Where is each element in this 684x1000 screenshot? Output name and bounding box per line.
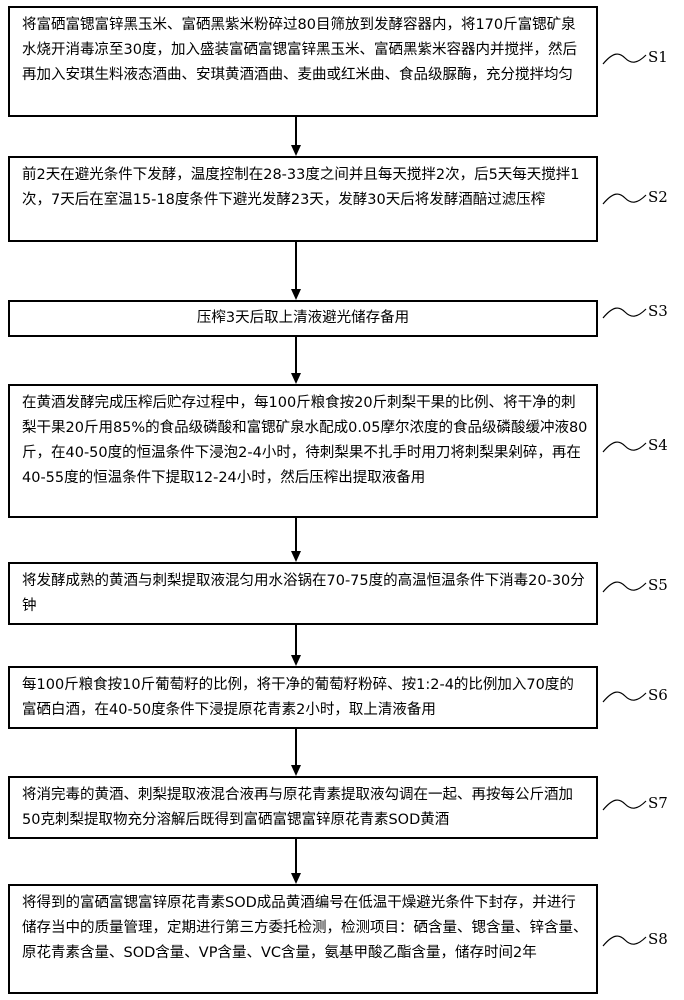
step-box-s7: 将消完毒的黄酒、刺梨提取液混合液再与原花青素提取液勾调在一起、再按每公斤酒加50…	[8, 776, 598, 839]
leader-line	[602, 53, 647, 65]
step-label-s3: S3	[648, 302, 668, 320]
step-text: 压榨3天后取上清液避光储存备用	[196, 310, 410, 326]
step-label-s4: S4	[648, 436, 668, 454]
flow-arrowhead	[291, 655, 301, 666]
leader-line	[602, 193, 647, 205]
step-label-s5: S5	[648, 576, 668, 594]
step-box-s6: 每100斤粮食按10斤葡萄籽的比例，将干净的葡萄籽粉碎、按1:2-4的比例加入7…	[8, 666, 598, 729]
step-box-s2: 前2天在避光条件下发酵，温度控制在28-33度之间并且每天搅拌2次，后5天每天搅…	[8, 156, 598, 242]
leader-line	[602, 307, 647, 319]
step-label-s6: S6	[648, 686, 668, 704]
flow-arrowhead	[291, 289, 301, 300]
step-label-s7: S7	[648, 794, 668, 812]
leader-line	[602, 691, 647, 703]
step-label-s2: S2	[648, 188, 668, 206]
leader-line	[602, 935, 647, 947]
step-text: 将得到的富硒富锶富锌原花青素SOD成品黄酒编号在低温干燥避光条件下封存，并进行储…	[22, 895, 588, 961]
flow-arrowhead	[291, 873, 301, 884]
step-box-s1: 将富硒富锶富锌黑玉米、富硒黑紫米粉碎过80目筛放到发酵容器内，将170斤富锶矿泉…	[8, 6, 598, 117]
step-text: 将富硒富锶富锌黑玉米、富硒黑紫米粉碎过80目筛放到发酵容器内，将170斤富锶矿泉…	[22, 17, 577, 83]
step-text: 将发酵成熟的黄酒与刺梨提取液混匀用水浴锅在70-75度的高温恒温条件下消毒20-…	[22, 573, 585, 614]
step-text: 在黄酒发酵完成压榨后贮存过程中，每100斤粮食按20斤刺梨干果的比例、将干净的刺…	[22, 395, 588, 486]
step-box-s8: 将得到的富硒富锶富锌原花青素SOD成品黄酒编号在低温干燥避光条件下封存，并进行储…	[8, 884, 598, 994]
step-box-s4: 在黄酒发酵完成压榨后贮存过程中，每100斤粮食按20斤刺梨干果的比例、将干净的刺…	[8, 384, 598, 518]
step-text: 前2天在避光条件下发酵，温度控制在28-33度之间并且每天搅拌2次，后5天每天搅…	[22, 167, 580, 208]
step-box-s3: 压榨3天后取上清液避光储存备用	[8, 300, 598, 337]
step-label-s8: S8	[648, 930, 668, 948]
flow-arrowhead	[291, 373, 301, 384]
flow-arrowhead	[291, 145, 301, 156]
step-text: 每100斤粮食按10斤葡萄籽的比例，将干净的葡萄籽粉碎、按1:2-4的比例加入7…	[22, 677, 574, 718]
step-box-s5: 将发酵成熟的黄酒与刺梨提取液混匀用水浴锅在70-75度的高温恒温条件下消毒20-…	[8, 562, 598, 625]
step-label-s1: S1	[648, 48, 668, 66]
leader-line	[602, 581, 647, 593]
flow-arrowhead	[291, 551, 301, 562]
flow-arrowhead	[291, 765, 301, 776]
step-text: 将消完毒的黄酒、刺梨提取液混合液再与原花青素提取液勾调在一起、再按每公斤酒加50…	[22, 787, 573, 828]
leader-line	[602, 799, 647, 811]
leader-line	[602, 441, 647, 453]
